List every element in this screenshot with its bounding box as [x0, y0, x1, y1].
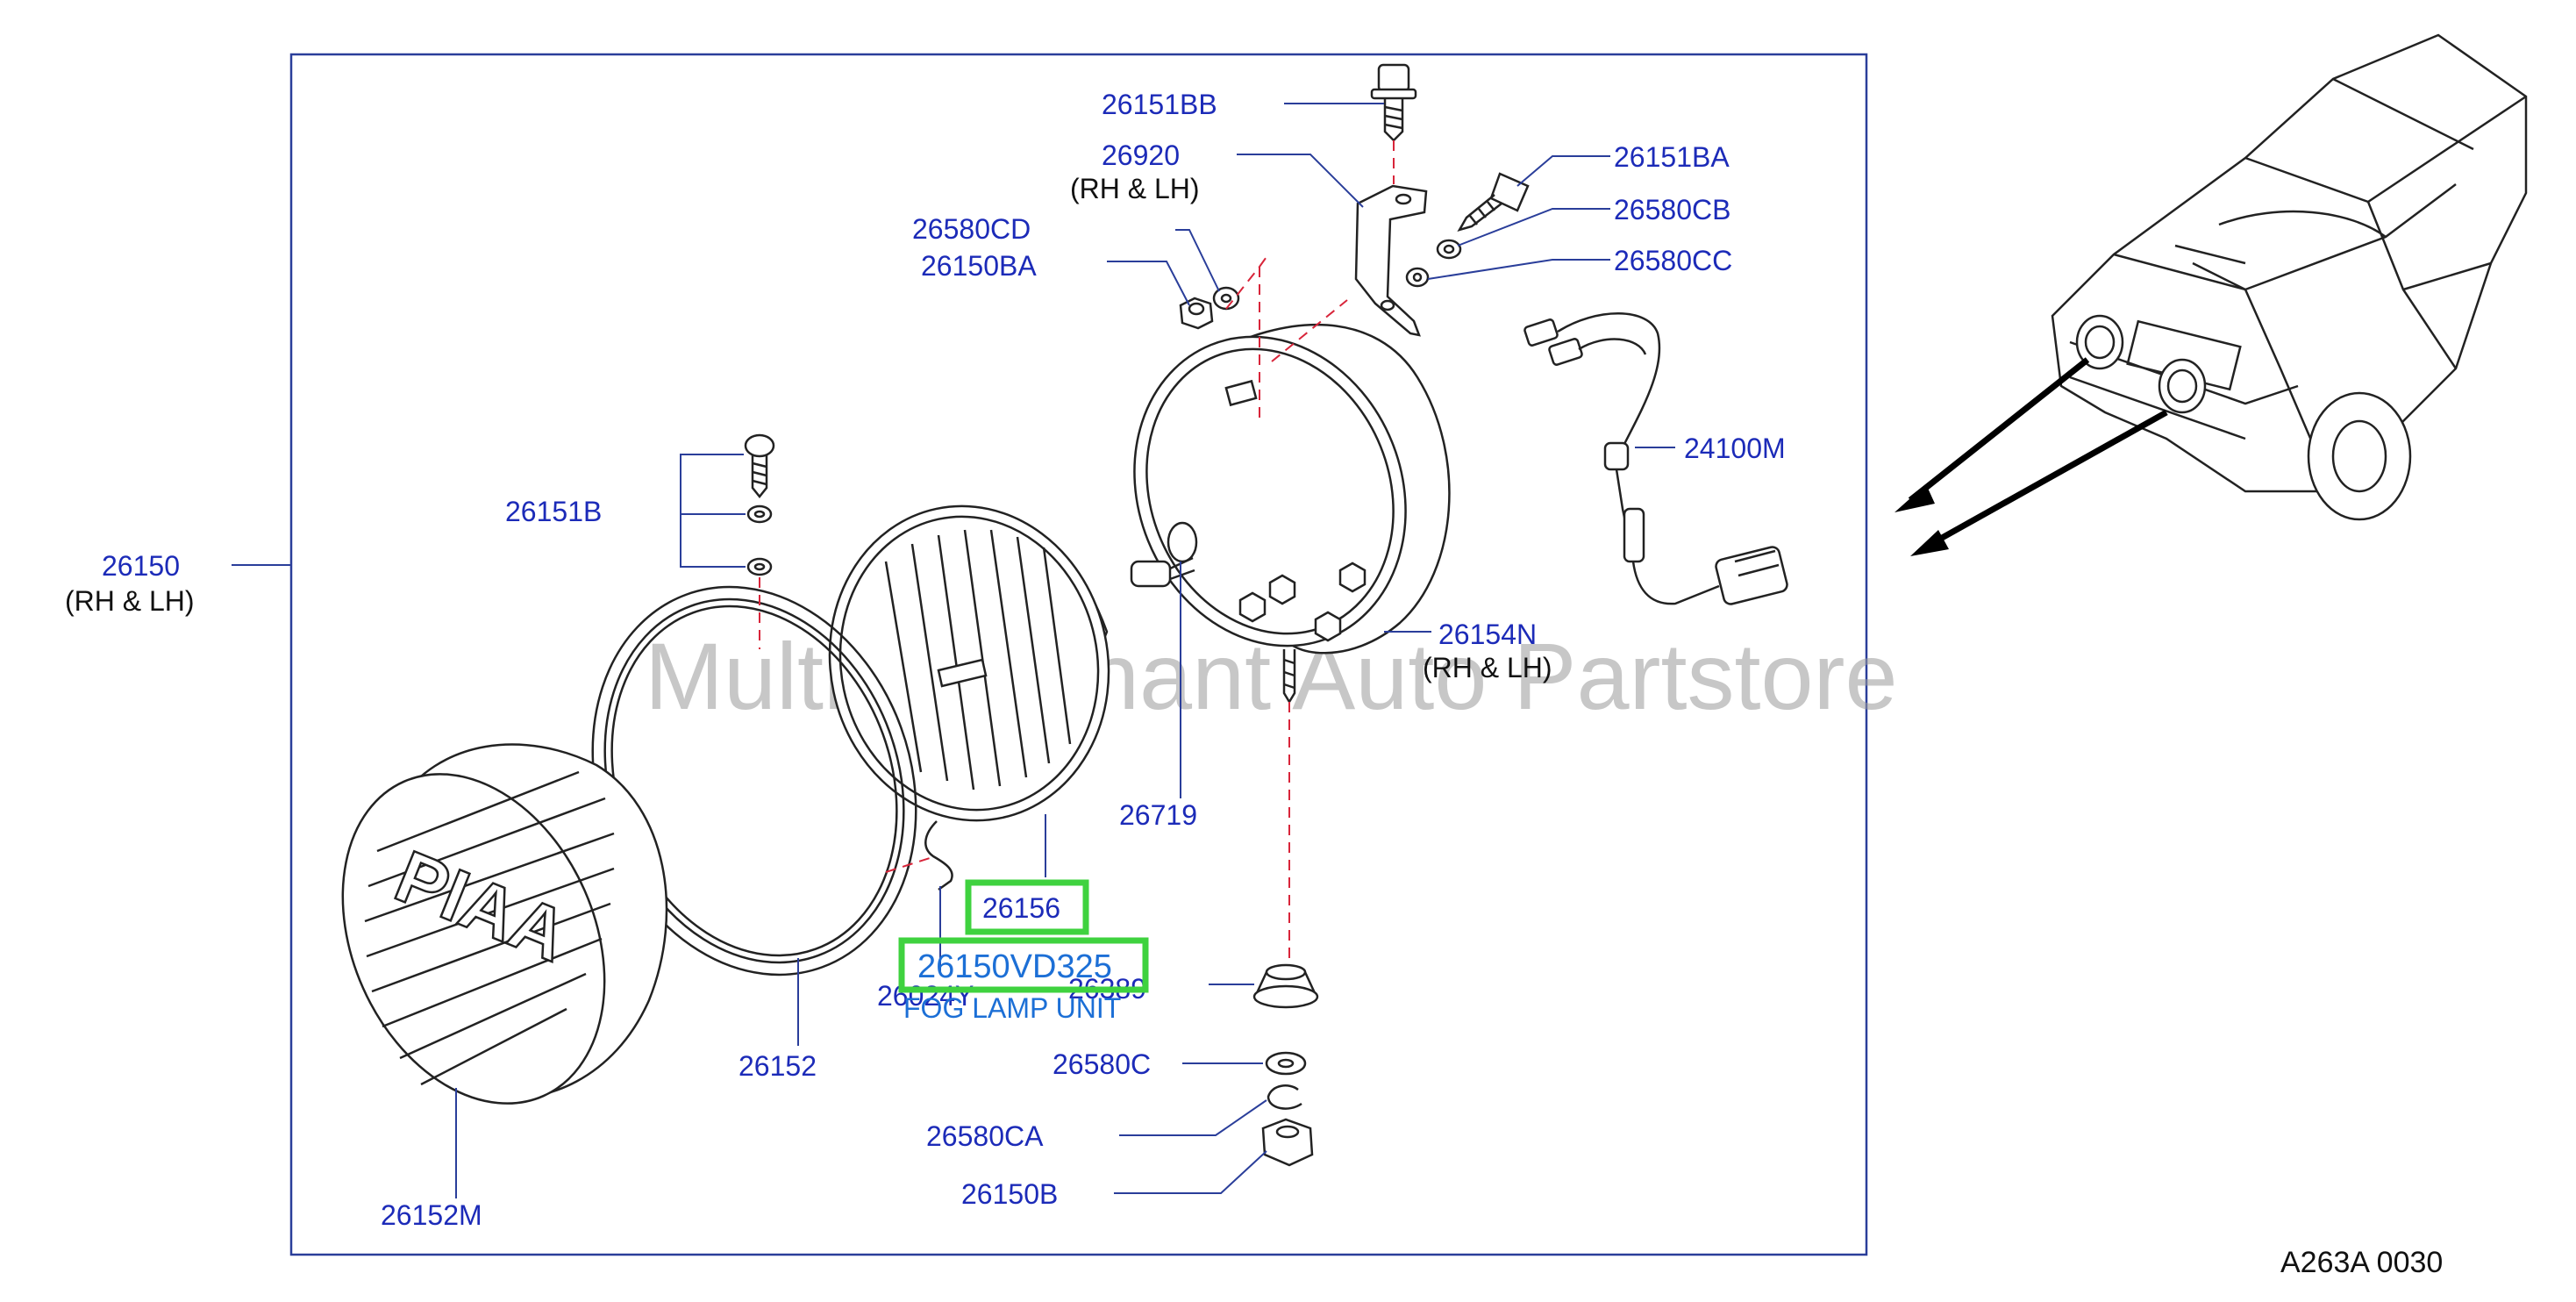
- label-26150-side: (RH & LH): [65, 585, 195, 617]
- harness-24100M-drawing: [1523, 312, 1788, 605]
- label-26154N[interactable]: 26154N: [1438, 619, 1537, 650]
- leader-26580CA: [1119, 1099, 1267, 1136]
- locator-arrow-left-lamp: [1908, 357, 2090, 503]
- diagram-frame: [289, 53, 1868, 1256]
- label-26156[interactable]: 26156: [982, 892, 1060, 924]
- axis-nut-housing: [1225, 254, 1269, 421]
- highlight-26156: [965, 879, 1089, 935]
- diagram-code: A263A 0030: [2280, 1246, 2443, 1279]
- leader-26150BA: [1107, 261, 1190, 306]
- axis-housing-bracket: [1271, 140, 1395, 362]
- label-26152M[interactable]: 26152M: [381, 1199, 482, 1231]
- leader-26150B: [1114, 1150, 1267, 1194]
- label-26150VD325[interactable]: 26150VD325: [917, 948, 1112, 985]
- cover-26152M-drawing: PIAA: [341, 743, 668, 1105]
- label-26580CB[interactable]: 26580CB: [1614, 194, 1730, 225]
- washer-26580CC-drawing: [1405, 267, 1430, 288]
- label-26580CC[interactable]: 26580CC: [1614, 245, 1732, 276]
- housing-26154N-drawing: [1133, 323, 1451, 705]
- label-26580C[interactable]: 26580C: [1053, 1048, 1151, 1080]
- leader-26920: [1237, 154, 1364, 208]
- locator-arrow-right-lamp: [1926, 409, 2168, 549]
- lamp-unit-26156-drawing: [828, 504, 1110, 822]
- highlight-26150VD325: [898, 937, 1149, 993]
- label-26154N-side: (RH & LH): [1423, 652, 1552, 683]
- leader-26580CD: [1175, 229, 1220, 292]
- bulb-26719-drawing: [1130, 521, 1198, 588]
- label-26150[interactable]: 26150: [102, 550, 180, 582]
- lockwasher-26580CA-drawing: [1267, 1084, 1302, 1110]
- vehicle-locator-drawing: [2051, 33, 2528, 521]
- nut-26150BA-drawing: [1179, 297, 1214, 330]
- grommet-26389-drawing: [1252, 963, 1319, 1009]
- bracket-26920-drawing: [1354, 184, 1428, 337]
- leader-26151BA: [1516, 155, 1610, 187]
- label-26152[interactable]: 26152: [739, 1050, 817, 1082]
- label-26580CA[interactable]: 26580CA: [926, 1120, 1044, 1152]
- nut-26150B-drawing: [1261, 1118, 1314, 1167]
- bolt-26151BB-drawing: [1370, 63, 1417, 142]
- label-26024Y[interactable]: 26024Y: [877, 980, 974, 1012]
- label-26151BB[interactable]: 26151BB: [1102, 89, 1217, 120]
- label-26151B[interactable]: 26151B: [505, 496, 602, 527]
- washer-26580CB-drawing: [1436, 239, 1462, 260]
- leader-26151B: [680, 454, 746, 568]
- label-26920-side: (RH & LH): [1070, 173, 1200, 204]
- leader-26580CB: [1457, 208, 1610, 247]
- leader-26580CC: [1427, 259, 1610, 280]
- label-26920[interactable]: 26920: [1102, 140, 1180, 171]
- label-26151BA[interactable]: 26151BA: [1614, 141, 1730, 173]
- label-26719[interactable]: 26719: [1119, 799, 1197, 831]
- label-26580CD[interactable]: 26580CD: [912, 213, 1031, 245]
- label-24100M[interactable]: 24100M: [1684, 433, 1786, 464]
- label-26150BA[interactable]: 26150BA: [921, 250, 1037, 282]
- washer-26580CD-drawing: [1212, 286, 1240, 311]
- label-26150VD325-desc: FOG LAMP UNIT: [903, 992, 1121, 1024]
- screw-26151B-drawing: [744, 433, 775, 576]
- washer-26580C-drawing: [1265, 1051, 1307, 1076]
- clip-26024Y-drawing: [924, 820, 953, 891]
- axis-clip: [885, 857, 931, 873]
- bolt-26151BA-drawing: [1457, 172, 1530, 232]
- label-26150B[interactable]: 26150B: [961, 1178, 1058, 1210]
